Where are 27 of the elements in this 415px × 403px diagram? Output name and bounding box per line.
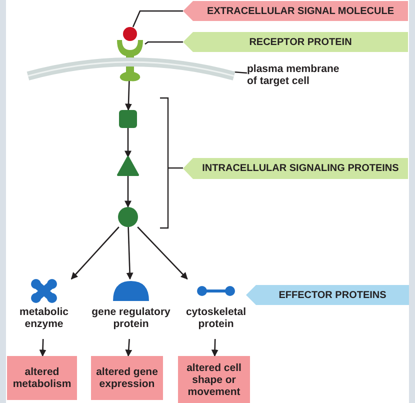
result-box: altered cell shape or movement — [178, 356, 250, 403]
arrow — [124, 128, 132, 158]
signaling-protein-triangle — [118, 157, 138, 175]
protein-label: cytoskeletal protein — [184, 306, 248, 330]
result-box: altered metabolism — [7, 356, 77, 400]
leader-line — [233, 71, 248, 74]
leader-line — [132, 10, 183, 28]
arrow-banner: INTRACELLULAR SIGNALING PROTEINS — [183, 158, 408, 179]
signal-molecule — [123, 27, 137, 41]
arrow — [124, 175, 132, 208]
protein-label: metabolic enzyme — [18, 306, 70, 330]
arrow-banner: EXTRACELLULAR SIGNAL MOLECULE — [183, 1, 408, 21]
arrow — [125, 338, 132, 357]
protein-label: gene regulatory protein — [90, 306, 172, 330]
arrow-banner: RECEPTOR PROTEIN — [183, 32, 408, 52]
signaling-protein-square — [119, 110, 137, 128]
signaling-protein-circle — [118, 207, 138, 227]
result-box: altered gene expression — [91, 356, 163, 400]
arrow — [70, 226, 120, 280]
arrow — [125, 80, 132, 111]
node-label: plasma membrane of target cell — [247, 63, 340, 87]
arrow-banner: EFFECTOR PROTEINS — [246, 285, 409, 305]
leader-line — [144, 41, 183, 45]
arrow — [211, 338, 218, 357]
arrow — [39, 338, 46, 357]
arrow — [126, 226, 134, 280]
arrow — [137, 226, 188, 280]
